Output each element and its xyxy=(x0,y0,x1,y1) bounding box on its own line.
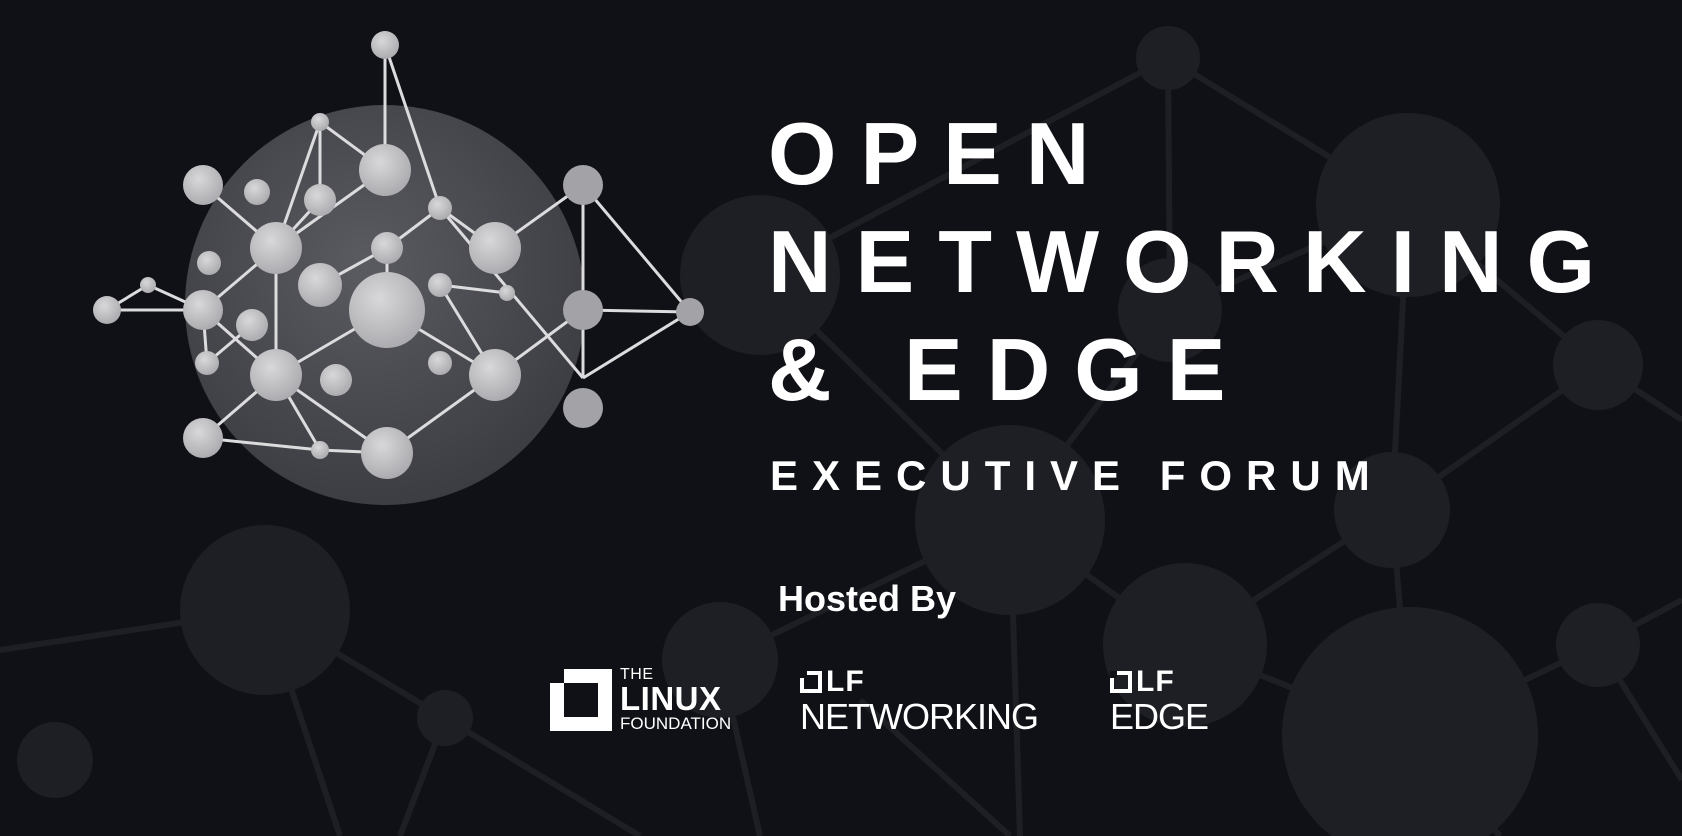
linux-foundation-icon xyxy=(550,669,612,731)
event-subtitle: EXECUTIVE FORUM xyxy=(770,452,1384,499)
title-line-1: OPEN xyxy=(768,104,1114,203)
network-globe-icon xyxy=(93,31,704,505)
lf-edge-text: EDGE xyxy=(1110,696,1209,737)
lf-edge-icon: LF xyxy=(1110,667,1175,697)
lf-edge-logo: LF EDGE xyxy=(1110,665,1210,735)
host-logos: THE LINUX FOUNDATION LF NETWORKING LF ED… xyxy=(550,665,1250,735)
lf-networking-text: NETWORKING xyxy=(800,696,1039,737)
title-line-3: & EDGE xyxy=(768,320,1250,419)
hosted-by-label: Hosted By xyxy=(778,578,957,619)
lf-linux-text: LINUX xyxy=(620,680,722,717)
lf-the-text: THE xyxy=(620,666,654,683)
event-title: OPEN NETWORKING & EDGE xyxy=(768,100,1619,424)
title-line-2: NETWORKING xyxy=(768,212,1620,311)
lf-networking-icon: LF xyxy=(800,667,865,697)
linux-foundation-logo: THE LINUX FOUNDATION xyxy=(550,665,740,735)
lf-foundation-text: FOUNDATION xyxy=(620,714,732,733)
lf-networking-logo: LF NETWORKING xyxy=(800,665,1040,735)
